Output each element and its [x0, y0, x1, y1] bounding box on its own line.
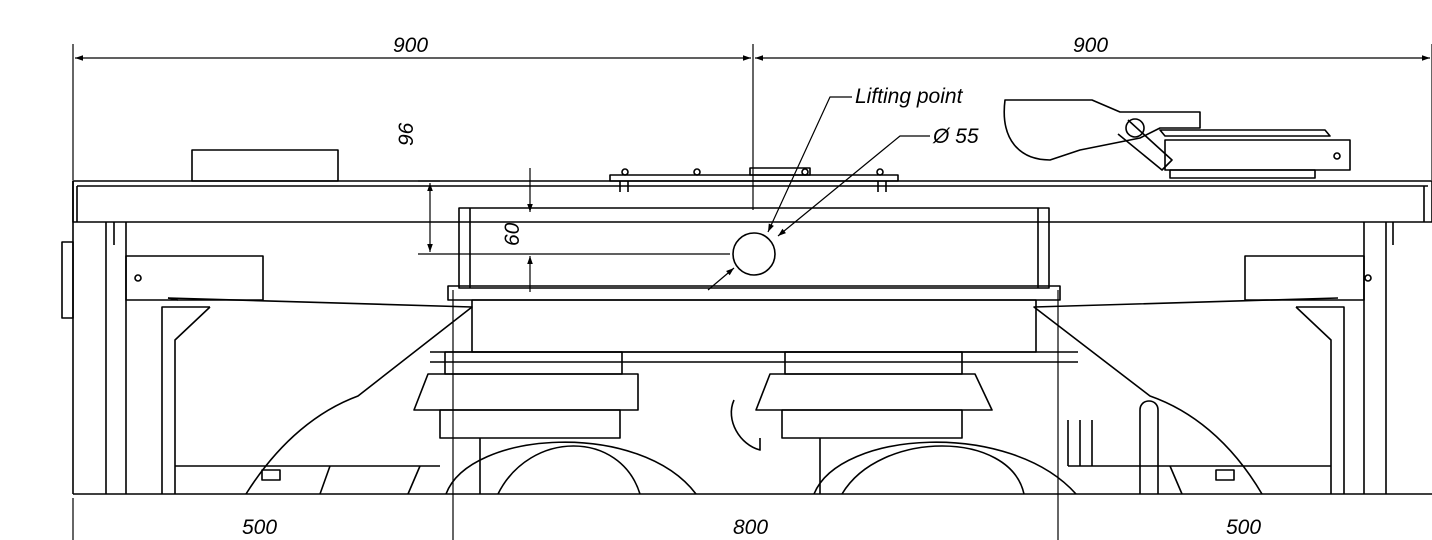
- hopper-right: [1033, 297, 1345, 495]
- annotation-diameter: Ø 55: [933, 125, 979, 148]
- dim-label-top-left: 900: [393, 34, 429, 57]
- leader-lifting-point: [767, 96, 852, 233]
- annotation-lifting-point: Lifting point: [855, 85, 963, 108]
- dim-label-bottom-left: 500: [242, 516, 278, 539]
- motor-right: [730, 351, 1077, 495]
- main-frame: [61, 181, 1432, 495]
- dim-label-bottom-center: 800: [733, 516, 769, 539]
- frame-details: [175, 400, 1331, 495]
- dim-label-bottom-right: 500: [1226, 516, 1262, 539]
- motor-left: [413, 351, 697, 495]
- hopper-left: [161, 297, 473, 495]
- dim-label-96: 96: [395, 122, 418, 146]
- dim-label-top-right: 900: [1073, 34, 1109, 57]
- latch-mechanism: [1003, 99, 1351, 179]
- leader-diameter: [777, 135, 930, 237]
- lifting-hole: [732, 232, 776, 276]
- dim-label-60: 60: [501, 222, 524, 246]
